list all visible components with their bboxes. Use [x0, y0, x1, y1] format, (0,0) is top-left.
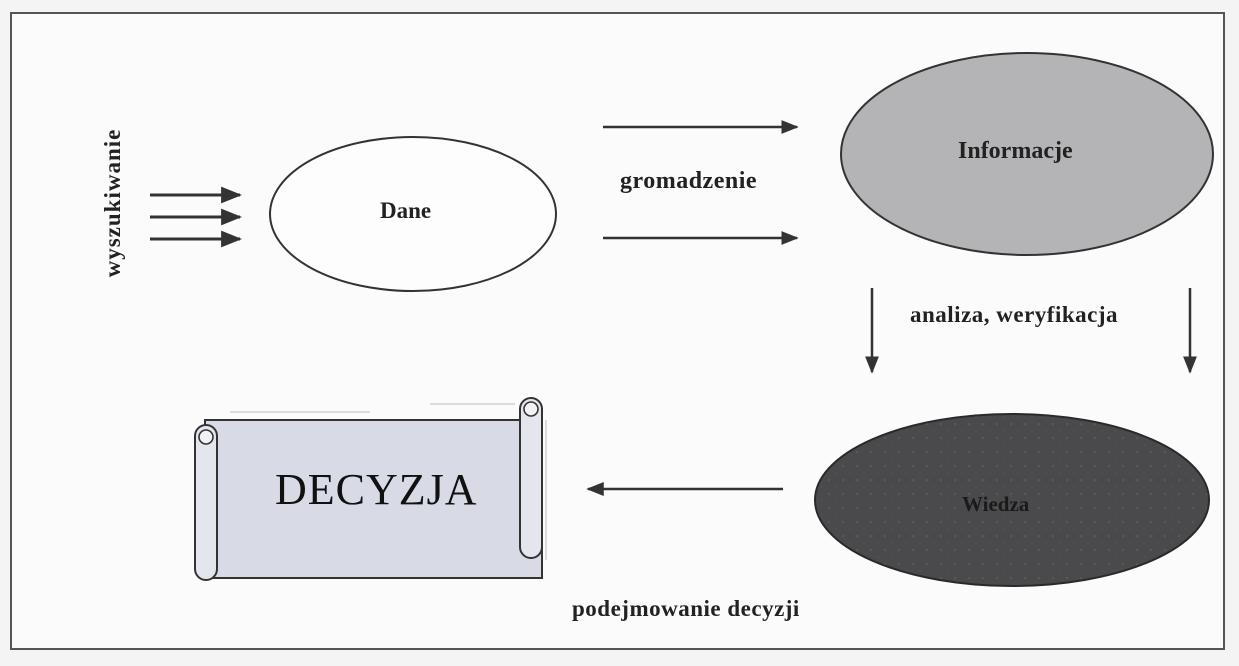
collect-arrows — [603, 120, 799, 245]
analysis-label: analiza, weryfikacja — [910, 302, 1119, 327]
decision-scroll — [194, 397, 547, 581]
collect-label: gromadzenie — [620, 168, 758, 194]
search-label: wyszukiwanie — [100, 128, 125, 278]
information-node-label: Informacje — [958, 138, 1073, 164]
data-node-label: Dane — [380, 198, 432, 223]
knowledge-node-ellipse — [814, 413, 1210, 587]
data-node-ellipse — [269, 136, 557, 292]
information-node-ellipse — [840, 52, 1214, 256]
decision-making-label: podejmowanie decyzji — [572, 596, 800, 621]
analysis-arrows — [865, 288, 1197, 374]
decision-node-label: DECYZJA — [275, 465, 478, 514]
knowledge-node-label: Wiedza — [962, 492, 1030, 516]
search-arrows — [150, 186, 243, 248]
